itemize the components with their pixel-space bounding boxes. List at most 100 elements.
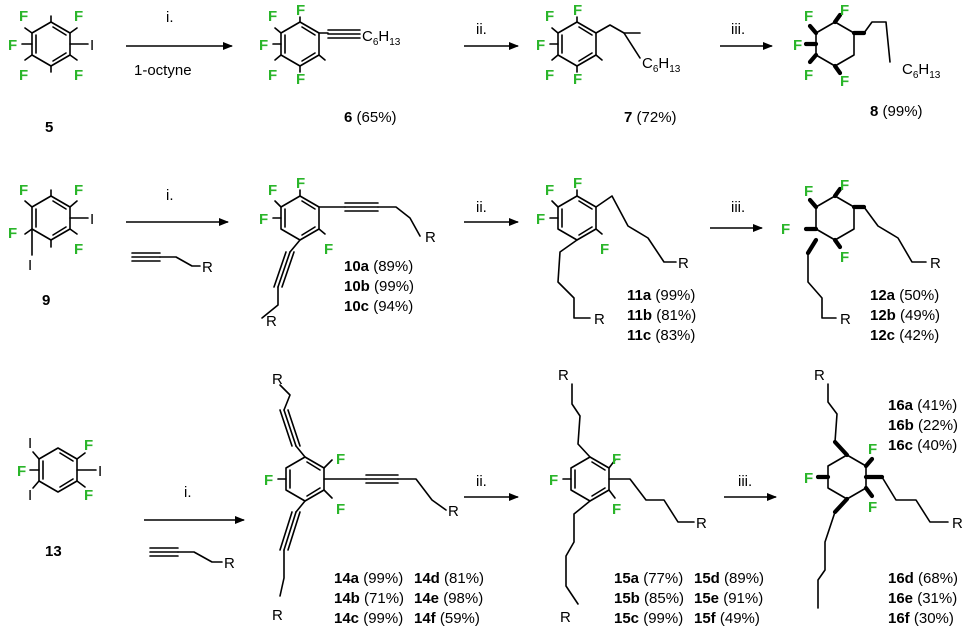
compound-10-structure: F F F F R R	[259, 175, 436, 330]
reagent-alkyne-r: R	[149, 547, 235, 572]
fluorine-label: F	[868, 441, 877, 458]
fluorine-label: F	[268, 67, 277, 84]
compound-label-10a: 10a (89%)	[344, 258, 413, 275]
compound-label-10b: 10b (99%)	[344, 278, 414, 295]
compound-15-structure: F F F R R R	[549, 367, 707, 626]
compound-8-structure: F F F F F C6H13	[793, 2, 941, 90]
r-group-label: R	[224, 555, 235, 572]
fluorine-label: F	[296, 2, 305, 19]
fluorine-label: F	[84, 437, 93, 454]
iodine-label: I	[90, 211, 94, 228]
fluorine-label: F	[573, 71, 582, 88]
reagent-step-ii: ii.	[476, 199, 487, 216]
reagent-step-iii: iii.	[731, 21, 745, 38]
compound-label-16a: 16a (41%)	[888, 397, 957, 414]
r-group-label: R	[202, 259, 213, 276]
yields-11: 11a (99%) 11b (81%) 11c (83%)	[627, 287, 696, 344]
fluorine-label: F	[19, 182, 28, 199]
compound-label-11a: 11a (99%)	[627, 287, 695, 304]
compound-14-structure: F F F R R R	[264, 371, 459, 624]
compound-label-11b: 11b (81%)	[627, 307, 696, 324]
reagent-step-i: i.	[184, 484, 192, 501]
iodine-label: I	[90, 37, 94, 54]
compound-label-15b: 15b (85%)	[614, 590, 684, 607]
compound-label-15d: 15d (89%)	[694, 570, 764, 587]
compound-label-10c: 10c (94%)	[344, 298, 413, 315]
fluorine-label: F	[268, 8, 277, 25]
yields-16: 16a (41%) 16b (22%) 16c (40%) 16d (68%) …	[888, 397, 958, 627]
r-group-label: R	[952, 515, 963, 532]
fluorine-label: F	[259, 211, 268, 228]
compound-label-5: 5	[45, 119, 53, 136]
fluorine-label: F	[612, 501, 621, 518]
r-group-label: R	[272, 371, 283, 388]
compound-label-8: 8 (99%)	[870, 103, 923, 120]
reagent-step-iii: iii.	[738, 473, 752, 490]
reagent-step-iii: iii.	[731, 199, 745, 216]
compound-label-15f: 15f (49%)	[694, 610, 760, 627]
fluorine-label: F	[840, 73, 849, 90]
r-group-label: R	[558, 367, 569, 384]
r-group-label: R	[560, 609, 571, 626]
compound-label-14e: 14e (98%)	[414, 590, 483, 607]
fluorine-label: F	[74, 241, 83, 258]
compound-11-structure: F F F F R R	[536, 175, 689, 328]
r-group-label: R	[930, 255, 941, 272]
compound-9-structure: F F F F I I	[8, 182, 94, 274]
compound-label-14c: 14c (99%)	[334, 610, 403, 627]
compound-12-structure: F F F F R R	[781, 177, 941, 328]
fluorine-label: F	[324, 241, 333, 258]
yields-15: 15a (77%) 15b (85%) 15c (99%) 15d (89%) …	[614, 570, 764, 627]
fluorine-label: F	[804, 470, 813, 487]
fluorine-label: F	[840, 249, 849, 266]
fluorine-label: F	[17, 463, 26, 480]
compound-label-16b: 16b (22%)	[888, 417, 958, 434]
fluorine-label: F	[600, 241, 609, 258]
fluorine-label: F	[549, 472, 558, 489]
fluorine-label: F	[296, 71, 305, 88]
compound-label-12a: 12a (50%)	[870, 287, 939, 304]
yields-12: 12a (50%) 12b (49%) 12c (42%)	[870, 287, 940, 344]
compound-7-structure: F F F F F C6H13	[536, 2, 681, 88]
compound-label-13: 13	[45, 543, 62, 560]
compound-label-16e: 16e (31%)	[888, 590, 957, 607]
reagent-step-i: i.	[166, 187, 174, 204]
compound-label-12c: 12c (42%)	[870, 327, 939, 344]
r-group-label: R	[425, 229, 436, 246]
compound-label-14b: 14b (71%)	[334, 590, 404, 607]
compound-label-6: 6 (65%)	[344, 109, 397, 126]
r-group-label: R	[840, 311, 851, 328]
fluorine-label: F	[573, 2, 582, 19]
reagent-alkyne-r: R	[131, 252, 213, 276]
reagent-step-ii: ii.	[476, 21, 487, 38]
hexyl-label: C6H13	[902, 61, 941, 81]
reagent-1-octyne: 1-octyne	[134, 62, 192, 79]
fluorine-label: F	[536, 37, 545, 54]
fluorine-label: F	[793, 37, 802, 54]
compound-label-16d: 16d (68%)	[888, 570, 958, 587]
compound-label-15a: 15a (77%)	[614, 570, 683, 587]
fluorine-label: F	[612, 451, 621, 468]
compound-label-14d: 14d (81%)	[414, 570, 484, 587]
r-group-label: R	[594, 311, 605, 328]
fluorine-label: F	[19, 67, 28, 84]
fluorine-label: F	[840, 177, 849, 194]
compound-16-structure: F F F R R	[804, 367, 963, 609]
compound-label-16f: 16f (30%)	[888, 610, 954, 627]
fluorine-label: F	[74, 8, 83, 25]
fluorine-label: F	[868, 499, 877, 516]
compound-5-structure: F F F F F I	[8, 8, 94, 84]
fluorine-label: F	[8, 225, 17, 242]
iodine-label: I	[98, 463, 102, 480]
compound-label-15e: 15e (91%)	[694, 590, 763, 607]
compound-label-9: 9	[42, 292, 50, 309]
r-group-label: R	[814, 367, 825, 384]
hexyl-label: C6H13	[642, 55, 681, 75]
fluorine-label: F	[259, 37, 268, 54]
fluorine-label: F	[8, 37, 17, 54]
hexyl-label: C6H13	[362, 28, 401, 48]
compound-6-structure: F F F F F C6H13	[259, 2, 401, 88]
iodine-label: I	[28, 257, 32, 274]
yields-10: 10a (89%) 10b (99%) 10c (94%)	[344, 258, 414, 315]
